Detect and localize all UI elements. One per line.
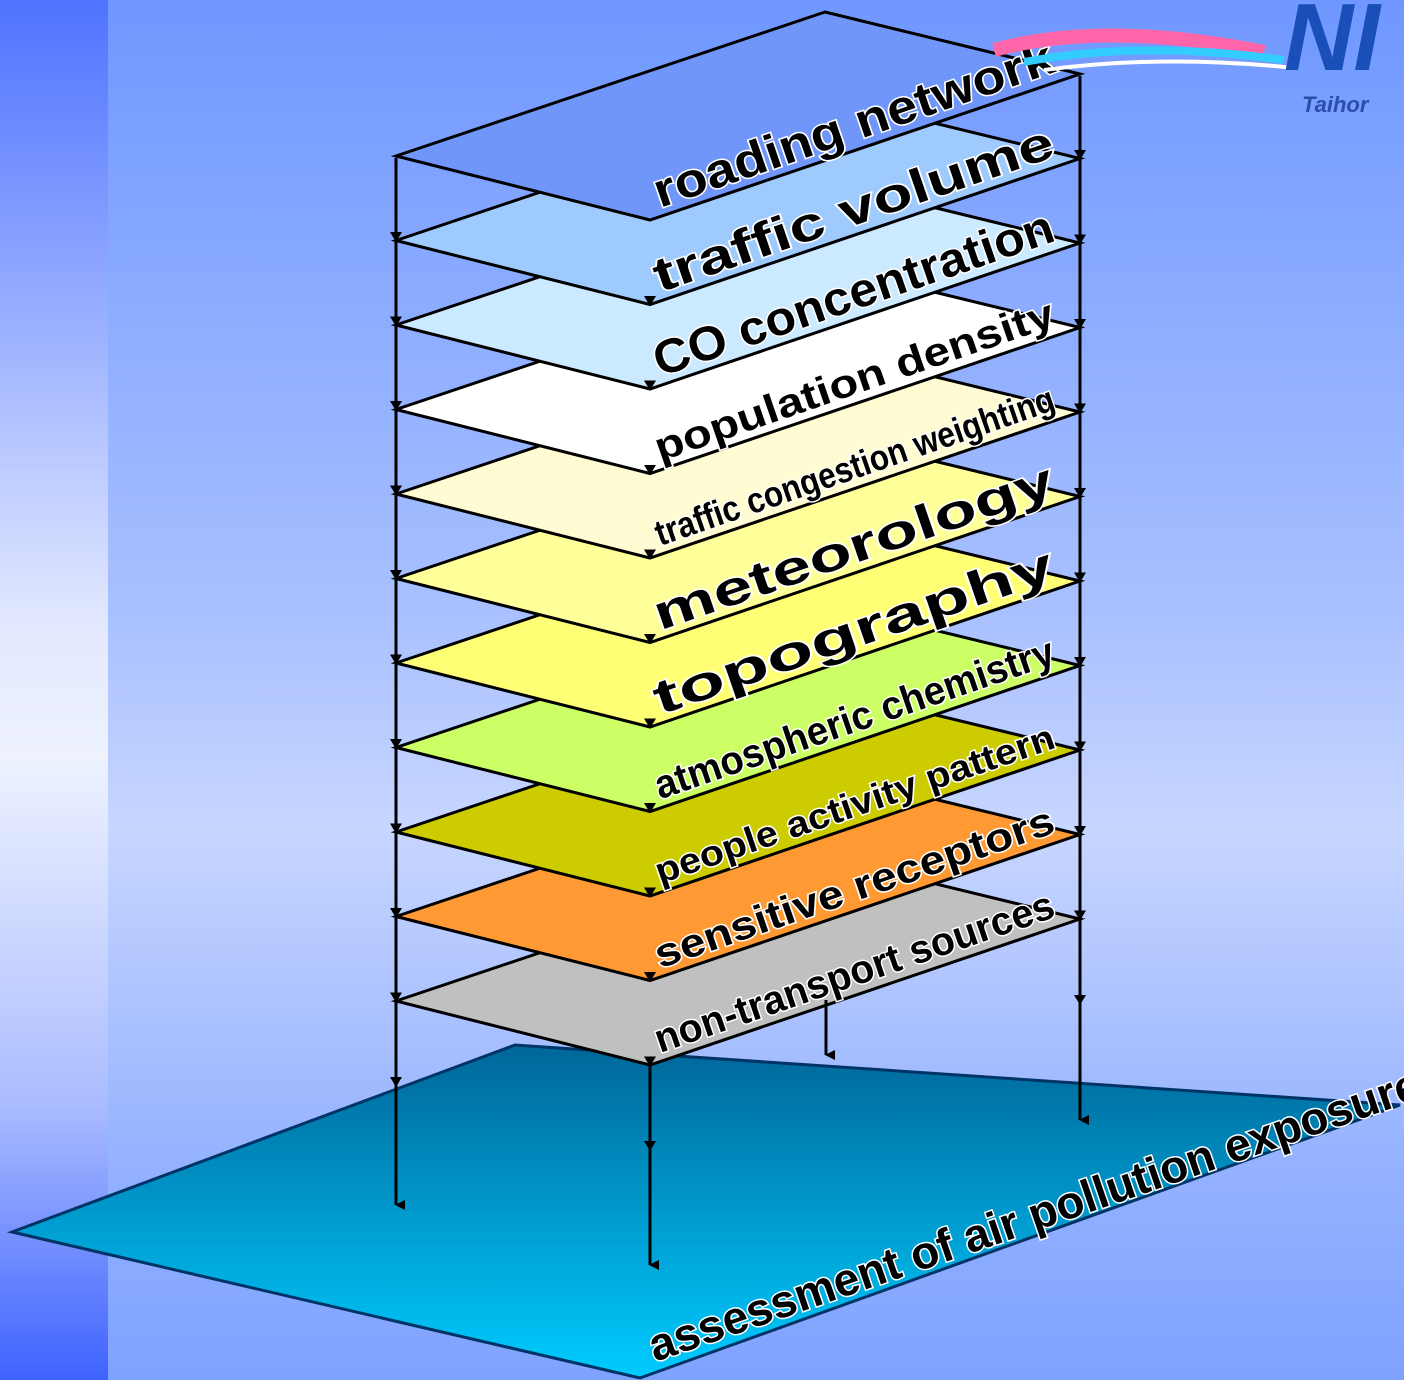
logo-text-small: Taihor bbox=[1302, 92, 1370, 117]
layer-connector-arrow bbox=[644, 972, 656, 982]
layer-connector-arrow bbox=[644, 887, 656, 898]
layer-connector-arrow bbox=[644, 380, 656, 391]
layer-connector-arrow bbox=[644, 549, 656, 560]
layer-connector-arrow bbox=[644, 803, 656, 813]
logo-swoosh-white bbox=[1043, 59, 1295, 72]
logo-swoosh-blue bbox=[1023, 46, 1285, 66]
organisation-logo: NI Taihor bbox=[992, 0, 1382, 117]
layer-connector-arrow bbox=[644, 465, 656, 475]
left-decorative-bar bbox=[0, 0, 108, 1380]
logo-text-large: NI bbox=[1284, 0, 1382, 91]
layer-connector-arrow bbox=[644, 718, 656, 729]
layer-connector-arrow bbox=[644, 634, 656, 644]
layer-connector-arrow bbox=[644, 296, 656, 306]
logo-swoosh-pink bbox=[992, 28, 1266, 59]
base-plane bbox=[6, 1043, 1401, 1380]
